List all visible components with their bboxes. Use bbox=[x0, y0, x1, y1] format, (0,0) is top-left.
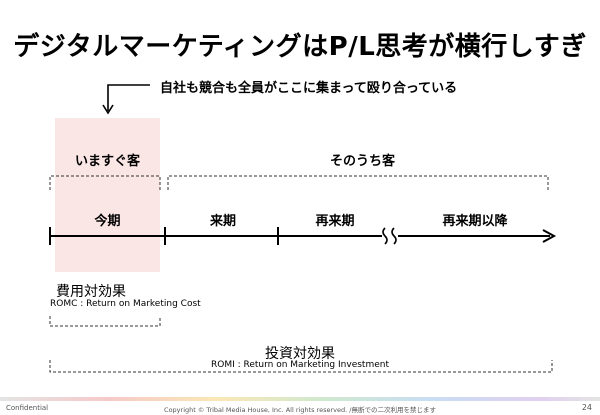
romi-sub-label: ROMI : Return on Marketing Investment bbox=[210, 360, 389, 370]
romc-label: 費用対効果 bbox=[56, 284, 126, 300]
current-period-highlight bbox=[55, 118, 160, 272]
bracket-now bbox=[49, 175, 161, 190]
slide-title: デジタルマーケティングはP/L思考が横行しすぎ bbox=[13, 32, 587, 62]
footer-color-bar bbox=[0, 397, 600, 401]
group-label-later: そのうち客 bbox=[329, 154, 395, 169]
timeline-break bbox=[382, 227, 397, 245]
timeline-ticks bbox=[49, 227, 279, 245]
period-label-term-after-next: 再来期 bbox=[315, 214, 355, 229]
footer-confidential: Confidential bbox=[6, 404, 49, 412]
bracket-romi bbox=[49, 360, 553, 373]
period-label-next-term: 来期 bbox=[209, 214, 236, 229]
bracket-romc bbox=[49, 316, 161, 327]
group-label-now: いますぐ客 bbox=[74, 154, 140, 169]
period-label-this-term: 今期 bbox=[94, 214, 121, 229]
footer-copyright: Copyright © Tribal Media House, Inc. All… bbox=[164, 406, 436, 414]
period-label-beyond: 再来期以降 bbox=[442, 214, 508, 229]
bracket-later bbox=[167, 175, 549, 190]
callout-arrow bbox=[102, 84, 150, 115]
romc-sub-label: ROMC : Return on Marketing Cost bbox=[50, 299, 201, 309]
callout-text: 自社も競合も全員がここに集まって殴り合っている bbox=[160, 81, 458, 96]
timeline-axis bbox=[50, 229, 557, 243]
romi-label: 投資対効果 bbox=[265, 346, 335, 362]
page-number: 24 bbox=[581, 403, 592, 412]
